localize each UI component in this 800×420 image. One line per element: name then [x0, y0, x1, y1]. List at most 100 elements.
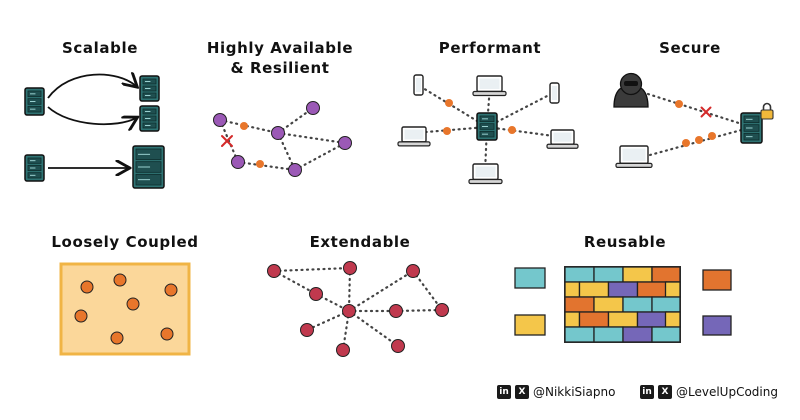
server-icon: [476, 112, 498, 141]
laptop-icon: [546, 129, 579, 149]
dotted-connector: [276, 106, 315, 135]
loose-block-orange: [702, 269, 732, 291]
title-highly-available: Highly Available & Resilient: [195, 38, 365, 78]
wall-brick: [593, 326, 624, 343]
dotted-connector: [272, 269, 318, 296]
dotted-connector: [347, 309, 400, 348]
server-icon: [139, 75, 160, 102]
node-dot: [113, 273, 127, 287]
traffic-dot: [445, 99, 453, 107]
dotted-connector: [218, 118, 240, 164]
wall-brick: [564, 296, 595, 313]
dotted-connector: [416, 83, 489, 129]
dotted-connector: [276, 131, 347, 145]
node-dot: [74, 309, 88, 323]
node-dot: [300, 323, 314, 337]
node-dot: [338, 136, 352, 150]
node-dot: [288, 163, 302, 177]
wall-brick: [651, 296, 681, 313]
node-dot: [271, 126, 285, 140]
credit-levelup: in X @LevelUpCoding: [640, 385, 778, 399]
dotted-connector: [485, 91, 555, 129]
traffic-dot: [508, 126, 516, 134]
scale-arrow: [47, 106, 136, 124]
node-dot: [391, 339, 405, 353]
laptop-icon: [468, 163, 503, 185]
laptop-icon: [397, 126, 431, 147]
title-secure: Secure: [659, 39, 721, 57]
phone-icon: [549, 82, 560, 104]
wall-brick: [578, 311, 610, 328]
loose-block-purple: [702, 315, 732, 336]
wall-brick: [593, 266, 624, 283]
traffic-dot: [256, 160, 264, 168]
wall-brick: [664, 311, 681, 328]
failure-x-icon: [700, 106, 712, 118]
wall-brick: [607, 281, 639, 298]
dotted-connector: [218, 118, 280, 135]
title-performant: Performant: [438, 39, 542, 57]
credit-nikki: in X @NikkiSiapno: [497, 385, 615, 399]
scale-arrow: [47, 75, 136, 99]
node-dot: [306, 101, 320, 115]
wall-brick: [664, 281, 681, 298]
traffic-dot: [240, 122, 248, 130]
loose-block-teal: [514, 267, 546, 289]
failure-x-icon: [221, 135, 233, 147]
hacker-icon: [613, 72, 649, 108]
wall-brick: [636, 281, 668, 298]
node-dot: [389, 304, 403, 318]
traffic-dot: [675, 100, 683, 108]
traffic-dot: [682, 139, 690, 147]
attack-path: [646, 92, 747, 127]
dotted-connector: [293, 141, 347, 172]
wall-brick: [622, 326, 653, 343]
credit-handle-nikki: @NikkiSiapno: [533, 385, 616, 399]
linkedin-icon: in: [497, 385, 511, 399]
node-dot: [164, 283, 178, 297]
title-extendable: Extendable: [309, 233, 411, 251]
dotted-connector: [347, 266, 352, 313]
lock-icon: [760, 102, 774, 120]
title-loosely-coupled: Loosely Coupled: [51, 233, 199, 251]
phone-icon: [413, 74, 424, 96]
x-icon: X: [658, 385, 672, 399]
server-icon: [139, 105, 160, 132]
laptop-icon: [615, 145, 653, 168]
laptop-icon: [472, 75, 507, 97]
wall-brick: [564, 266, 595, 283]
dotted-connector: [394, 308, 444, 313]
title-highly-available-line1: Highly Available: [206, 39, 354, 57]
wall-brick: [651, 326, 681, 343]
traffic-dot: [443, 127, 451, 135]
wall-brick: [564, 326, 595, 343]
node-dot: [231, 155, 245, 169]
linkedin-icon: in: [640, 385, 654, 399]
server-icon: [132, 145, 165, 189]
wall-brick: [622, 266, 653, 283]
server-icon: [740, 112, 763, 144]
node-dot: [343, 261, 357, 275]
wall-brick: [651, 266, 681, 283]
x-icon: X: [515, 385, 529, 399]
server-icon: [24, 87, 45, 116]
loose-block-yellow: [514, 314, 546, 336]
dotted-connector: [236, 160, 297, 172]
node-dot: [213, 113, 227, 127]
node-dot: [80, 280, 94, 294]
node-dot: [435, 303, 449, 317]
dotted-connector: [485, 125, 563, 139]
title-scalable: Scalable: [62, 39, 138, 57]
dotted-connector: [347, 269, 415, 313]
dotted-connector: [305, 309, 351, 332]
server-icon: [24, 154, 45, 182]
node-dot: [126, 297, 140, 311]
node-dot: [336, 343, 350, 357]
node-dot: [110, 331, 124, 345]
title-reusable: Reusable: [583, 233, 667, 251]
dotted-connector: [272, 266, 352, 273]
node-dot: [309, 287, 323, 301]
node-dot: [406, 264, 420, 278]
